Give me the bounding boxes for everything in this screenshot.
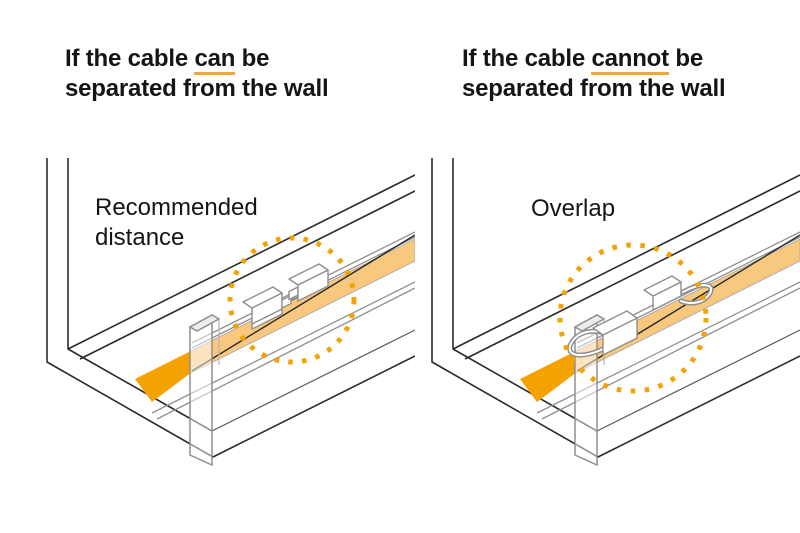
connector-pair-with-gap (242, 263, 329, 330)
wall-outline-lines (46, 158, 415, 458)
illustration-overlap: Overlap (425, 150, 800, 530)
cable-loop-front-core (568, 330, 606, 357)
heading-keyword-underlined: cannot (591, 45, 669, 75)
heading-text: be (668, 45, 703, 72)
connector-box-right-top (288, 263, 329, 286)
heading-text-line2: separated from the wall (65, 75, 329, 102)
label-line1: Overlap (531, 195, 616, 222)
label-overlap: Overlap (531, 194, 615, 224)
connector-box-back-top (643, 275, 682, 297)
heading-keyword-underlined: can (194, 45, 235, 75)
label-line2: distance (95, 224, 185, 251)
heading-cable-can: If the cable can be separated from the wa… (65, 44, 329, 104)
wall-panel-slab (188, 313, 221, 467)
label-recommended-distance: Recommended distance (95, 193, 258, 253)
led-strip-exposed (520, 351, 575, 402)
highlight-circle (227, 235, 357, 365)
illustration-recommended-distance: Recommended distance (40, 150, 415, 530)
heading-text: be (235, 45, 270, 72)
wall-cove-drawing-right (431, 158, 800, 467)
led-strip-exposed (135, 351, 190, 402)
heading-text-line2: separated from the wall (462, 75, 726, 102)
wall-cove-drawing-left (46, 158, 415, 467)
heading-text: If the cable (462, 45, 592, 72)
wall-outline-lines (431, 158, 800, 458)
connector-box-left-top (242, 286, 283, 309)
connector-box-front-top (592, 310, 638, 336)
heading-text: If the cable (65, 45, 195, 72)
wall-edge-over-strip (191, 234, 415, 372)
led-strip-covered (189, 238, 415, 375)
highlight-circle (557, 242, 709, 394)
label-line1: Recommended (95, 194, 258, 221)
heading-cable-cannot: If the cable cannot be separated from the… (462, 44, 726, 104)
led-strip-covered (574, 238, 800, 375)
